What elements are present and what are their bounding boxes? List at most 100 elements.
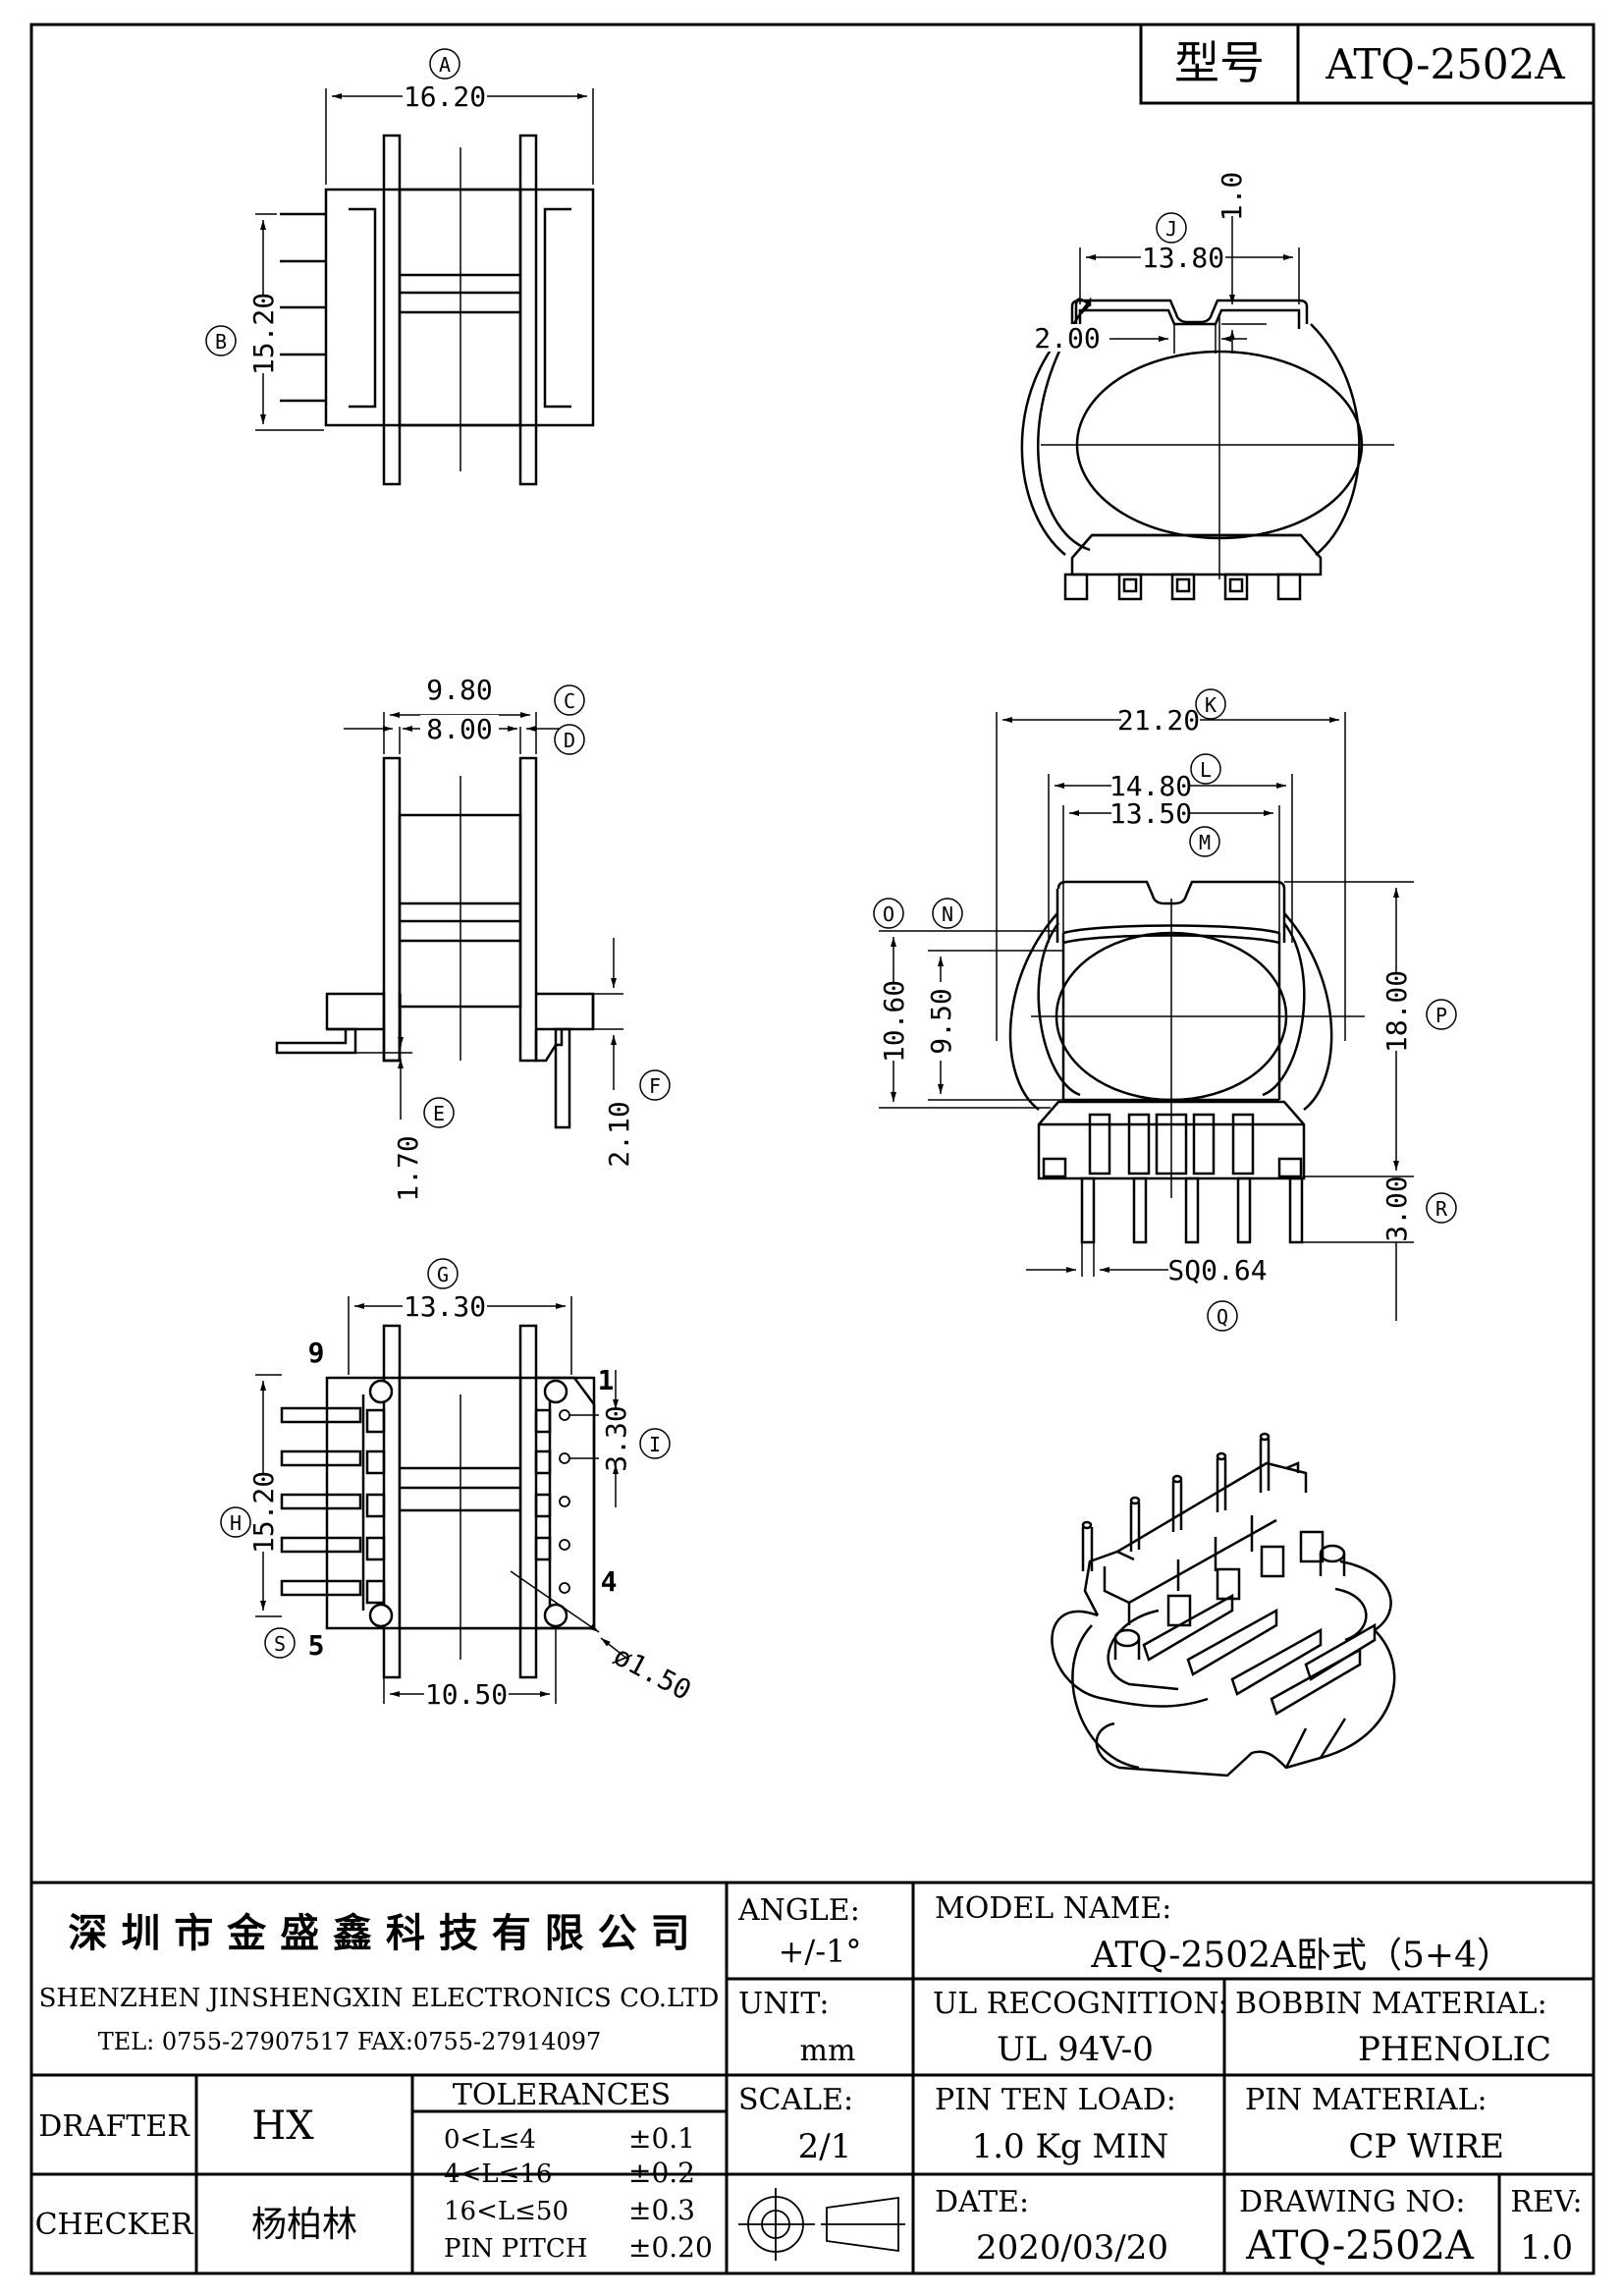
tol-value-3: ±0.20 (628, 2231, 713, 2264)
dim-L-M: 14.80 13.50 L M (1048, 753, 1293, 943)
ul-value: UL 94V-0 (997, 2030, 1154, 2069)
model-header: 型号 ATQ-2502A (1139, 23, 1596, 105)
callout-R: R (1435, 1197, 1448, 1221)
dim-L-text: 14.80 (1109, 770, 1192, 802)
callout-J: J (1165, 217, 1177, 241)
dim-Q-text: SQ0.64 (1167, 1254, 1267, 1286)
dim-I-text: 3.30 (600, 1405, 632, 1471)
dim-K-text: 21.20 (1117, 704, 1200, 737)
callout-Q: Q (1217, 1305, 1228, 1329)
tol-range-0: 0<L≤4 (444, 2125, 536, 2155)
end-view-top (1020, 297, 1394, 601)
dim-B: 15.20 B (205, 213, 324, 431)
dim-G-text: 13.30 (404, 1290, 486, 1323)
callout-P: P (1435, 1004, 1447, 1027)
tol-range-1: 4<L≤16 (444, 2159, 552, 2189)
dim-B-text: 15.20 (247, 293, 280, 375)
callout-A: A (439, 53, 451, 77)
dim-N-text: 9.50 (925, 988, 957, 1054)
dim-K: 21.20 K (996, 688, 1346, 1041)
tol-range-3: PIN PITCH (444, 2234, 587, 2264)
dim-R-text: 3.00 (1380, 1175, 1413, 1241)
projection-symbol (738, 2188, 905, 2261)
bottom-view (280, 1324, 596, 1679)
unit-label: UNIT: (738, 1987, 829, 2021)
company-name-cn: 深 圳 市 金 盛 鑫 科 技 有 限 公 司 (68, 1910, 689, 1956)
pin-material-label: PIN MATERIAL: (1245, 2083, 1488, 2117)
checker-value: 杨柏林 (251, 2205, 357, 2245)
model-header-value: ATQ-2502A (1325, 40, 1565, 88)
pin-label-4: 4 (601, 1565, 618, 1598)
checker-label: CHECKER (35, 2208, 194, 2242)
dim-G: 13.30 G (348, 1258, 572, 1375)
callout-H: H (230, 1511, 242, 1535)
callout-E: E (433, 1102, 445, 1125)
callout-G: G (437, 1263, 449, 1286)
rev-label: REV: (1510, 2185, 1582, 2219)
tol-value-2: ±0.3 (628, 2194, 695, 2226)
tolerances-label: TOLERANCES (453, 2078, 671, 2112)
drawing-no-value: ATQ-2502A (1245, 2223, 1475, 2269)
end-view-middle (1008, 880, 1365, 1244)
pin-label-5: 5 (308, 1629, 325, 1662)
company-name-en: SHENZHEN JINSHENGXIN ELECTRONICS CO.LTD (39, 1984, 720, 2013)
callout-L: L (1200, 758, 1212, 782)
dim-C-D: 9.80 8.00 C D (344, 674, 585, 755)
dim-H: 15.20 H (220, 1374, 282, 1617)
drafter-value: HX (251, 2104, 314, 2149)
pin-label-1: 1 (598, 1364, 615, 1396)
sheet-border (29, 23, 1596, 2275)
tol-value-1: ±0.2 (628, 2157, 695, 2189)
callout-B: B (215, 330, 227, 354)
rev-value: 1.0 (1520, 2228, 1573, 2268)
pin-load-value: 1.0 Kg MIN (972, 2127, 1169, 2166)
model-name-label: MODEL NAME: (935, 1891, 1171, 1926)
callout-N: N (942, 902, 953, 926)
dim-S-text: 10.50 (425, 1678, 508, 1711)
drawing-no-label: DRAWING NO: (1239, 2185, 1465, 2219)
dim-J: 13.80 J 1.0 2.00 (1034, 172, 1300, 355)
dim-hole-text: ø1.50 (608, 1639, 696, 1707)
dim-J-gap-text: 2.00 (1034, 322, 1100, 355)
pin-label-9: 9 (308, 1337, 325, 1369)
callout-I: I (649, 1433, 661, 1456)
ul-label: UL RECOGNITION: (933, 1987, 1228, 2021)
isometric-view (1051, 1432, 1396, 1777)
dim-I: 3.30 I (569, 1370, 671, 1507)
dim-J-text: 13.80 (1142, 242, 1224, 274)
callout-C: C (564, 689, 575, 713)
scale-value: 2/1 (798, 2127, 852, 2166)
dim-C-text: 9.80 (426, 674, 492, 706)
tol-value-0: ±0.1 (628, 2122, 695, 2155)
tol-range-2: 16<L≤50 (444, 2197, 568, 2226)
dim-S: S 10.50 (264, 1625, 557, 1711)
title-block (31, 1881, 1594, 2273)
dim-H-text: 15.20 (247, 1471, 280, 1554)
dim-P-R: 18.00 3.00 P R (1284, 881, 1457, 1321)
dim-M-text: 13.50 (1109, 797, 1192, 830)
angle-value: +/-1° (779, 1933, 862, 1970)
dim-F-text: 2.10 (603, 1101, 635, 1167)
company-contact: TEL: 0755-27907517 FAX:0755-27914097 (98, 2028, 602, 2055)
dim-Q: SQ0.64 Q (1026, 1242, 1268, 1332)
dim-E: 1.70 E (355, 994, 455, 1202)
dim-F: 2.10 F (593, 938, 671, 1168)
pin-labels: 9 5 1 4 (308, 1337, 618, 1662)
bobbin-value: PHENOLIC (1358, 2030, 1551, 2069)
dim-J-notch-text: 1.0 (1216, 172, 1248, 222)
dim-D-text: 8.00 (426, 713, 492, 745)
scale-label: SCALE: (738, 2083, 853, 2117)
side-view-top (280, 134, 595, 486)
unit-value: mm (800, 2034, 856, 2068)
dim-E-text: 1.70 (392, 1135, 424, 1201)
dim-P-text: 18.00 (1380, 970, 1413, 1053)
callout-O: O (883, 902, 894, 926)
bobbin-label: BOBBIN MATERIAL: (1235, 1987, 1547, 2021)
angle-label: ANGLE: (737, 1893, 860, 1928)
callout-S: S (274, 1632, 286, 1656)
callout-F: F (649, 1074, 661, 1098)
date-value: 2020/03/20 (976, 2228, 1168, 2268)
dim-O-N: 10.60 9.50 O N (873, 898, 1063, 1109)
callout-K: K (1205, 693, 1217, 717)
